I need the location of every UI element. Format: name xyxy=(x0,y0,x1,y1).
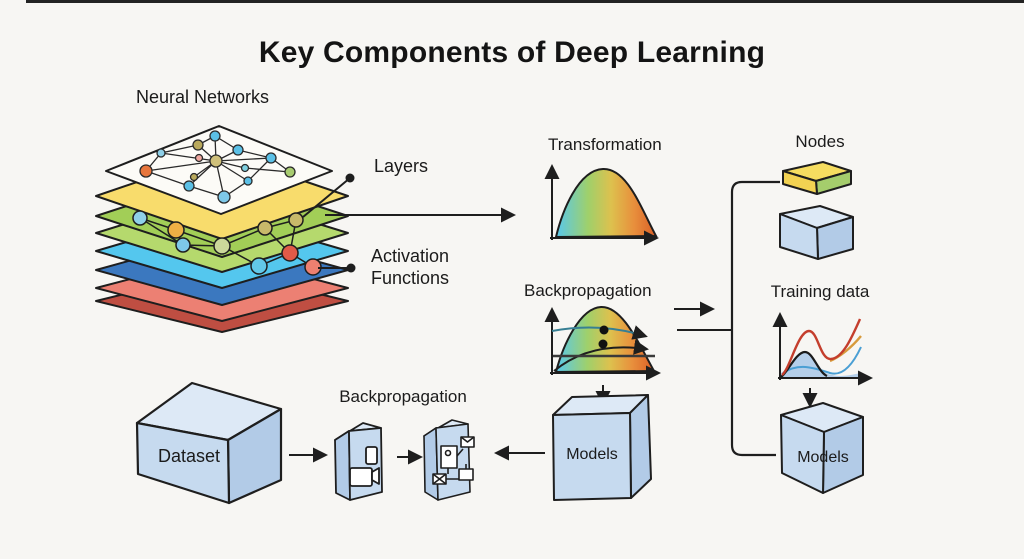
nodes-blue-box xyxy=(779,205,854,260)
label-nodes: Nodes xyxy=(795,132,845,151)
label-backpropagation-mid: Backpropagation xyxy=(524,281,652,300)
nodes-yellow-box xyxy=(782,161,852,195)
models-box-mid xyxy=(552,394,652,501)
activation-functions-callout xyxy=(318,263,356,273)
label-transformation: Transformation xyxy=(548,135,662,154)
dataset-box xyxy=(135,381,283,505)
layers-callout xyxy=(302,173,355,218)
backpropagation-chart xyxy=(544,305,661,381)
models-box-right xyxy=(780,402,864,494)
arrow-backprop-to-right-column xyxy=(674,301,732,331)
screenshot-top-edge xyxy=(26,0,1024,3)
label-layers: Layers xyxy=(374,156,429,176)
page-title: Key Components of Deep Learning xyxy=(258,36,766,69)
label-models-right: Models xyxy=(797,449,849,466)
transformation-chart xyxy=(544,164,659,246)
right-column-bracket xyxy=(730,180,780,457)
backprop-icon-flow xyxy=(423,419,475,501)
training-data-chart xyxy=(772,312,873,386)
label-activation-functions: Activation Functions xyxy=(371,246,450,288)
backprop-icon-frames xyxy=(334,422,383,501)
network-graph-top xyxy=(139,130,296,204)
label-neural-networks: Neural Networks xyxy=(136,87,270,107)
label-backpropagation-bottom: Backpropagation xyxy=(339,387,467,406)
label-models-mid: Models xyxy=(566,446,618,463)
label-training-data: Training data xyxy=(770,282,870,301)
label-dataset: Dataset xyxy=(157,446,221,466)
network-graph-middle xyxy=(132,210,322,276)
neural-network-stack xyxy=(95,125,349,333)
